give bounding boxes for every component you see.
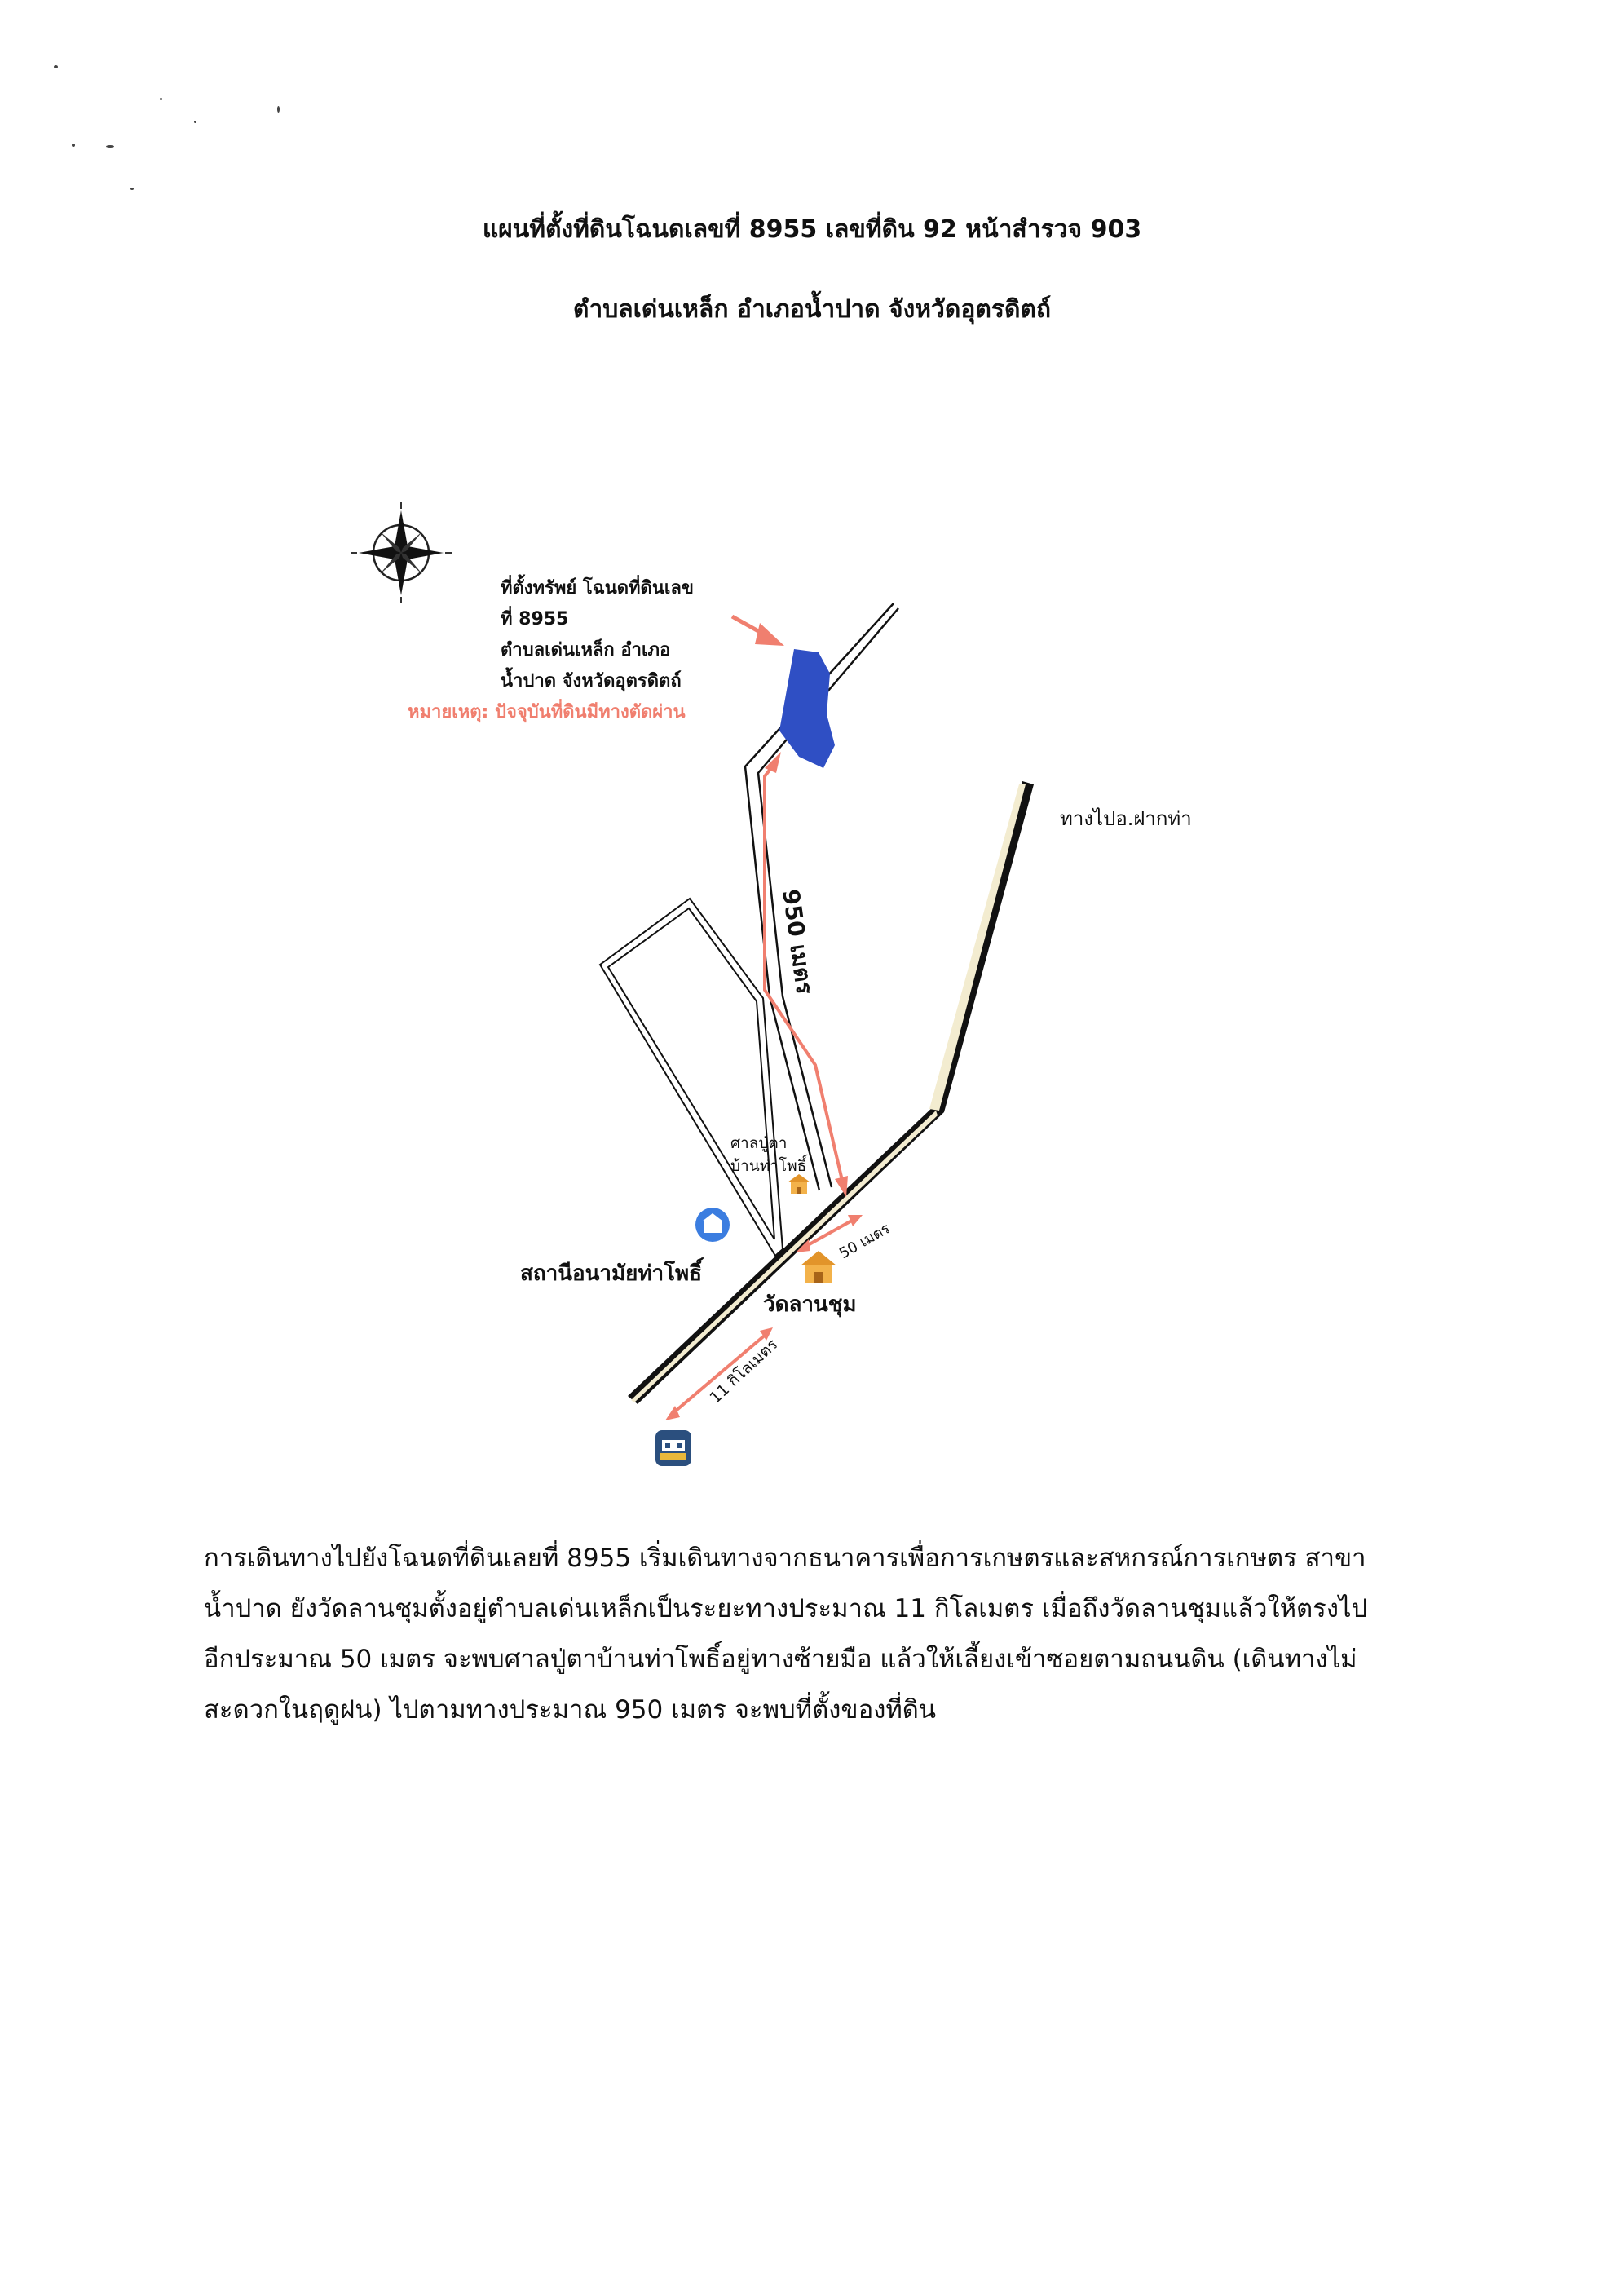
property-label-line4: น้ำปาด จังหวัดอุตรดิตถ์ (501, 667, 682, 692)
map-title-line1: แผนที่ตั้งที่ดินโฉนดเลขที่ 8955 เลขที่ดิ… (482, 215, 1142, 244)
bank-icon (655, 1430, 691, 1466)
route-arrowhead (835, 1176, 848, 1197)
land-parcel-outline (598, 897, 784, 1257)
distance-11km-label: 11 กิโลเมตร (706, 1335, 782, 1407)
route-950m (763, 760, 845, 1185)
main-road (628, 781, 1034, 1404)
property-arrow (730, 614, 784, 646)
property-label-line2: ที่ 8955 (501, 605, 568, 629)
shrine-label-line2: บ้านท่าโพธิ์ (730, 1154, 808, 1175)
compass-icon (351, 502, 452, 603)
scan-speck (54, 65, 58, 68)
scan-speck (130, 188, 134, 190)
directions-line: การเดินทางไปยังโฉนดที่ดินเลยที่ 8955 เริ… (204, 1544, 1366, 1573)
scan-speck (194, 121, 196, 123)
temple-label: วัดลานชุม (763, 1292, 857, 1318)
directions-paragraph: การเดินทางไปยังโฉนดที่ดินเลยที่ 8955 เริ… (204, 1533, 1443, 1735)
scan-speck (277, 106, 280, 113)
scan-speck (160, 98, 162, 100)
distance-950m-label: 950 เมตร (777, 887, 819, 996)
property-parcel (779, 649, 835, 768)
land-parcel-inner-outline (607, 907, 775, 1240)
directions-line: สะดวกในฤดูฝน) ไปตามทางประมาณ 950 เมตร จะ… (204, 1695, 937, 1725)
property-label-line3: ตำบลเด่นเหล็ก อำเภอ (501, 638, 670, 660)
health-station-label: สถานีอนามัยท่าโพธิ์ (520, 1257, 704, 1286)
property-label-line1: ที่ตั้งทรัพย์ โฉนดที่ดินเลข (501, 574, 694, 599)
shrine-icon (788, 1174, 810, 1194)
route-50m (796, 1215, 863, 1252)
shrine-label-line1: ศาลปู่ตา (730, 1134, 787, 1152)
road-destination-label: ทางไปอ.ฝากท่า (1060, 807, 1192, 830)
scan-speck (72, 144, 75, 147)
route-11km (665, 1327, 773, 1420)
note-text: หมายเหตุ: ปัจจุบันที่ดินมีทางตัดผ่าน (408, 698, 686, 723)
directions-line: น้ำปาด ยังวัดลานชุมตั้งอยู่ตำบลเด่นเหล็ก… (204, 1594, 1368, 1623)
temple-icon (801, 1251, 836, 1283)
directions-line: อีกประมาณ 50 เมตร จะพบศาลปู่ตาบ้านท่าโพธ… (204, 1645, 1357, 1674)
scan-speck (106, 145, 114, 148)
route-arrowhead (765, 752, 781, 773)
map-title-line2: ตำบลเด่นเหล็ก อำเภอน้ำปาด จังหวัดอุตรดิต… (572, 295, 1052, 324)
hospital-icon (695, 1208, 730, 1242)
